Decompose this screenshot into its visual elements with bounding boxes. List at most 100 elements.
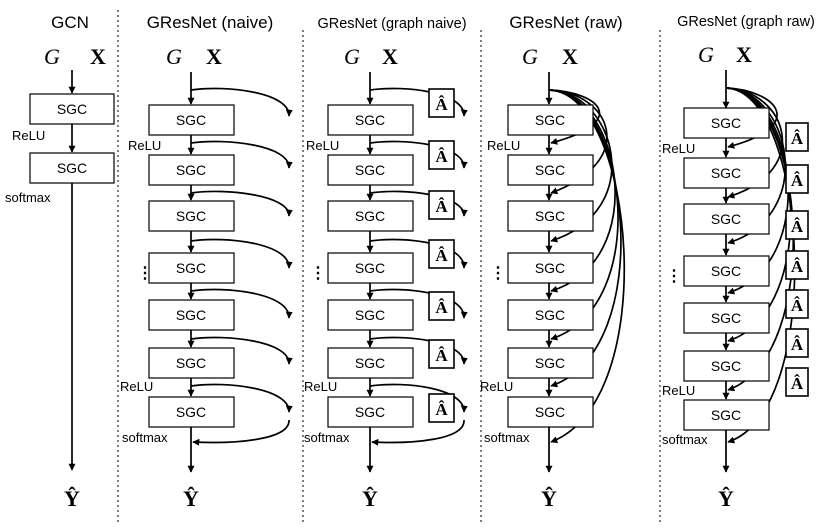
sgc-layer-box [507, 104, 594, 136]
relu-label: ReLU [487, 138, 520, 153]
adjacency-matrix-symbol: Â [791, 171, 804, 190]
sgc-layer-box [683, 255, 770, 287]
adjacency-matrix-symbol: Â [791, 217, 804, 236]
adjacency-matrix-symbol: Â [435, 346, 448, 365]
adjacency-matrix-symbol: Â [791, 129, 804, 148]
panel-title: GResNet (naive) [147, 13, 274, 32]
sgc-layer-label: SGC [535, 307, 565, 323]
output-symbol: Ŷ [541, 486, 557, 511]
adjacency-matrix-box [428, 190, 455, 220]
sgc-layer-box [148, 154, 235, 186]
sgc-layer-box [327, 347, 414, 379]
sgc-layer-label: SGC [176, 208, 206, 224]
panel-gcn: GCN G X SGC ReLU SGC softmax Ŷ [5, 13, 115, 511]
sgc-layer-label: SGC [176, 355, 206, 371]
adjacency-matrix-box [785, 367, 809, 397]
sgc-layer-label: SGC [711, 310, 741, 326]
relu-label: ReLU [12, 128, 45, 143]
sgc-layer-label: SGC [57, 101, 87, 117]
sgc-layer-box [507, 299, 594, 331]
sgc-layer-label: SGC [711, 263, 741, 279]
input-graph-symbol: G [522, 44, 538, 69]
relu-label: ReLU [662, 141, 695, 156]
relu-label: ReLU [128, 138, 161, 153]
adjacency-matrix-box [785, 328, 809, 358]
input-features-symbol: X [206, 44, 222, 69]
panel-gresnet-raw: GResNet (raw) G X SGC ReLU SGC SGC ⋮ SGC… [480, 13, 626, 511]
sgc-layer-box [327, 396, 414, 428]
adjacency-matrix-box [785, 122, 809, 152]
adjacency-matrix-box [785, 289, 809, 319]
sgc-layer-label: SGC [355, 112, 385, 128]
sgc-layer-label: SGC [176, 112, 206, 128]
sgc-layer-box [327, 154, 414, 186]
sgc-layer-label: SGC [57, 160, 87, 176]
ellipsis: ⋮ [490, 265, 506, 282]
adjacency-matrix-symbol: Â [435, 246, 448, 265]
sgc-layer-box [507, 347, 594, 379]
input-graph-symbol: G [44, 44, 60, 69]
adjacency-matrix-box [428, 140, 455, 170]
input-features-symbol: X [562, 44, 578, 69]
sgc-layer-box [683, 350, 770, 382]
adjacency-matrix-box [428, 393, 455, 423]
panel-title: GResNet (raw) [509, 13, 622, 32]
panel-gresnet-naive: GResNet (naive) G X SGC ReLU SGC SGC ⋮ S… [120, 13, 293, 511]
sgc-layer-label: SGC [535, 404, 565, 420]
sgc-layer-label: SGC [711, 407, 741, 423]
adjacency-matrix-symbol: Â [435, 95, 448, 114]
relu-label: ReLU [480, 379, 513, 394]
adjacency-matrix-box [785, 250, 809, 280]
sgc-layer-box [683, 302, 770, 334]
relu-label: ReLU [304, 379, 337, 394]
output-symbol: Ŷ [183, 486, 199, 511]
sgc-layer-label: SGC [355, 355, 385, 371]
sgc-layer-label: SGC [176, 260, 206, 276]
adjacency-matrix-symbol: Â [791, 296, 804, 315]
sgc-layer-label: SGC [355, 307, 385, 323]
sgc-layer-box [148, 104, 235, 136]
sgc-layer-box [507, 154, 594, 186]
sgc-layer-box [148, 299, 235, 331]
sgc-layer-box [148, 347, 235, 379]
panel-title: GCN [51, 13, 89, 32]
input-features-symbol: X [90, 44, 106, 69]
softmax-label: softmax [484, 430, 530, 445]
sgc-layer-label: SGC [535, 112, 565, 128]
adjacency-matrix-symbol: Â [435, 147, 448, 166]
sgc-layer-box [683, 203, 770, 235]
sgc-layer-box [327, 252, 414, 284]
adjacency-matrix-box [428, 291, 455, 321]
adjacency-matrix-symbol: Â [791, 374, 804, 393]
output-symbol: Ŷ [362, 486, 378, 511]
adjacency-matrix-symbol: Â [435, 197, 448, 216]
relu-label: ReLU [306, 138, 339, 153]
sgc-layer-label: SGC [535, 260, 565, 276]
adjacency-matrix-box [428, 88, 455, 118]
sgc-layer-label: SGC [535, 162, 565, 178]
sgc-layer-label: SGC [355, 162, 385, 178]
sgc-layer-label: SGC [711, 211, 741, 227]
ellipsis: ⋮ [310, 265, 326, 282]
sgc-layer-label: SGC [711, 358, 741, 374]
sgc-layer-label: SGC [176, 404, 206, 420]
relu-label: ReLU [120, 379, 153, 394]
softmax-label: softmax [304, 430, 350, 445]
sgc-layer-label: SGC [535, 355, 565, 371]
adjacency-matrix-box [428, 339, 455, 369]
sgc-layer-box [507, 200, 594, 232]
adjacency-matrix-box [428, 239, 455, 269]
input-graph-symbol: G [698, 42, 714, 67]
softmax-label: softmax [5, 190, 51, 205]
adjacency-matrix-box [785, 210, 809, 240]
adjacency-matrix-symbol: Â [435, 400, 448, 419]
panel-gresnet-graph-raw: GResNet (graph raw) G X SGC ReLU Â SGC Â… [662, 14, 815, 511]
input-graph-symbol: G [166, 44, 182, 69]
sgc-layer-box [507, 396, 594, 428]
panel-gresnet-graph-naive: GResNet (graph naive) G X Â SGC ReLU Â S… [304, 16, 468, 511]
sgc-layer-label: SGC [355, 404, 385, 420]
output-symbol: Ŷ [64, 486, 80, 511]
input-graph-symbol: G [344, 44, 360, 69]
